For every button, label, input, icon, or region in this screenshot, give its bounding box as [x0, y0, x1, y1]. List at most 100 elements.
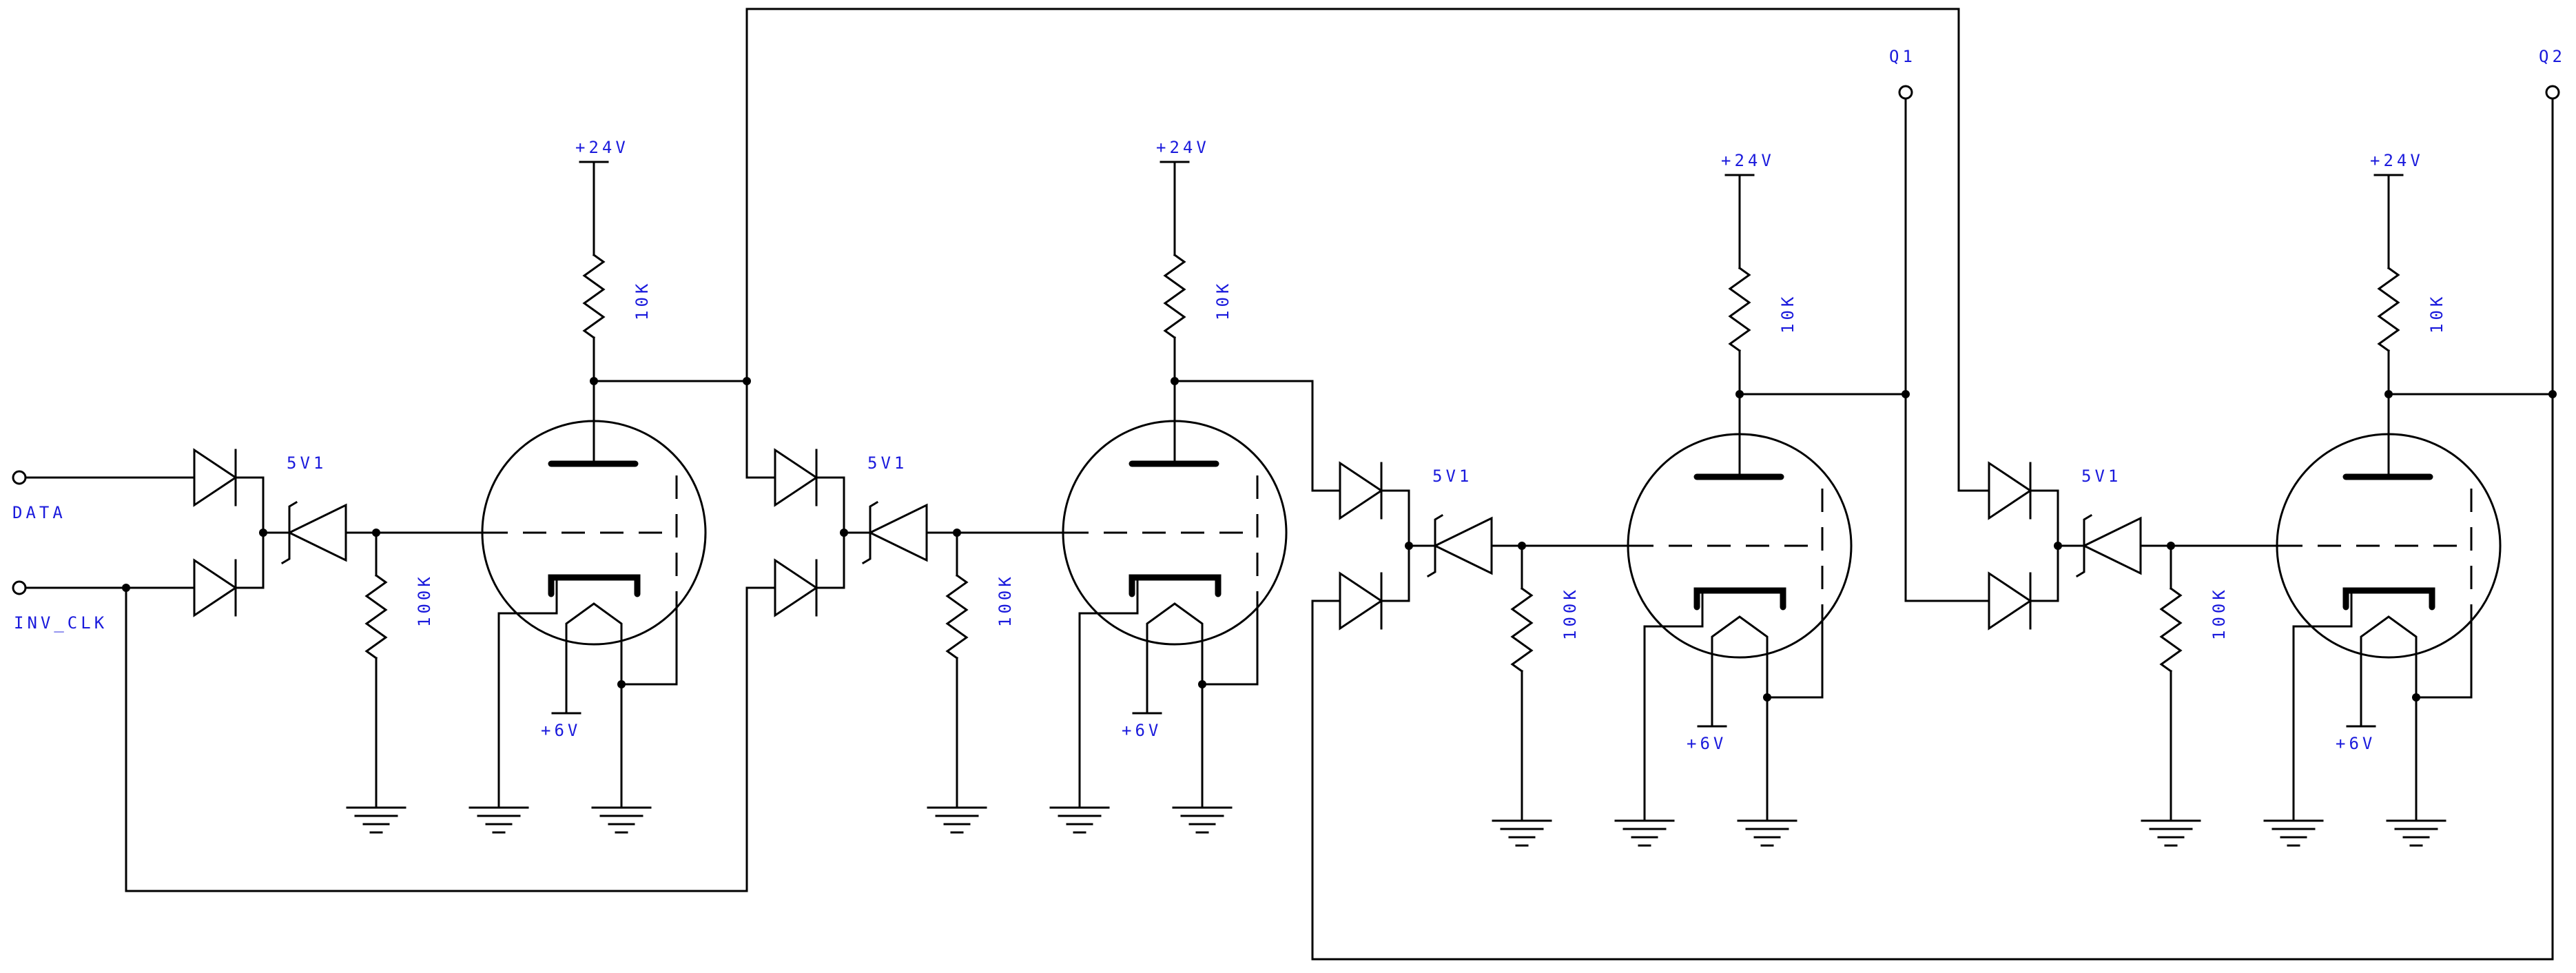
plate-resistor [582, 253, 606, 340]
suppressor-lead [620, 597, 678, 686]
zener-cathode-bar [280, 500, 298, 565]
plate-junction [2384, 390, 2393, 398]
grid-resistor [1510, 586, 1534, 673]
inv-clk-input-terminal [12, 580, 27, 595]
input-diode-bottom [193, 558, 238, 617]
tube-cathode [1693, 587, 1786, 611]
input-diode-top [193, 448, 238, 507]
q2-feedback-bus [1311, 393, 2554, 961]
zener-cathode-bar [861, 500, 879, 565]
input-diode-bottom [1988, 571, 2032, 631]
zener-triangle [2081, 516, 2142, 575]
input-diode-top [774, 448, 818, 507]
logic-stage-3: 5V1 100K +6V +24V 10K [1339, 151, 1853, 847]
q2-output-terminal [2545, 85, 2560, 100]
heater-filament [2360, 615, 2418, 650]
grid-resistor-label: 100K [2209, 586, 2229, 640]
cathode-to-ground [497, 612, 558, 809]
plate-resistor [2377, 266, 2400, 353]
heater-filament [1146, 602, 1204, 637]
plate-junction [590, 377, 598, 385]
heater-filament [1711, 615, 1769, 650]
zener-label: 5V1 [867, 453, 907, 473]
cathode-to-ground [1643, 625, 1704, 822]
cathode-ground [1614, 819, 1675, 847]
grid-resistor-label: 100K [1560, 586, 1580, 640]
heater-supply-label: +6V [541, 721, 581, 740]
plate-resistor-label: 10K [1213, 280, 1233, 320]
plate-resistor [1728, 266, 1751, 353]
input-diode-top [1339, 461, 1383, 520]
stages: 5V1 100K +6V +24V 10K 5V1 100K +6V +24V 10K 5V1 100… [193, 138, 2502, 847]
zener-cathode-bar [2075, 513, 2093, 578]
zener-5v1 [1426, 513, 1493, 578]
plate-supply-label: +24V [2370, 151, 2424, 170]
input-diode-bottom [1339, 571, 1383, 631]
logic-stage-1: 5V1 100K +6V +24V 10K [193, 138, 707, 834]
input-diode-top [1988, 461, 2032, 520]
diode-triangle [1988, 571, 2032, 631]
grid-resistor-label: 100K [415, 573, 434, 627]
suppressor-lead [1201, 597, 1259, 686]
tube-cathode [1129, 574, 1222, 597]
data-input-label: DATA [12, 503, 66, 522]
diode-triangle [1339, 571, 1383, 631]
stage2-to-stage3 [1173, 380, 1341, 492]
diode-triangle [1988, 461, 2032, 520]
grid-resistor-label: 100K [996, 573, 1015, 627]
suppressor-lead [1766, 610, 1824, 699]
zener-triangle [1432, 516, 1493, 575]
tube-cathode [548, 574, 641, 597]
grid-resistor [945, 573, 969, 660]
terminal-labels: DATA INV_CLK Q1 Q2 [12, 47, 2562, 633]
plate-resistor-label: 10K [632, 280, 652, 320]
zener-triangle [287, 503, 347, 562]
tube-cathode [2342, 587, 2435, 611]
grid-ground [2141, 819, 2201, 847]
heater-supply-label: +6V [2336, 734, 2376, 753]
cathode-to-ground [2292, 625, 2353, 822]
plate-supply-label: +24V [1721, 151, 1775, 170]
inv-clk-to-stage2 [125, 586, 776, 892]
heater-ground [2386, 819, 2446, 847]
stage1-to-stage4-bus [745, 8, 1990, 492]
zener-5v1 [2075, 513, 2142, 578]
plate-resistor-label: 10K [1778, 294, 1797, 334]
heater-supply-label: +6V [1687, 734, 1727, 753]
diode-triangle [193, 448, 238, 507]
cathode-to-ground [1078, 612, 1139, 809]
zener-label: 5V1 [2081, 467, 2121, 486]
suppressor-lead [2415, 610, 2473, 699]
plate-supply-label: +24V [1156, 138, 1210, 157]
stage1-to-stage2 [745, 380, 776, 479]
grid-ground [927, 806, 987, 834]
input-diode-bottom [774, 558, 818, 617]
grid-resistor [2159, 586, 2183, 673]
zener-5v1 [861, 500, 928, 565]
grid-ground [1492, 819, 1552, 847]
heater-filament [565, 602, 623, 637]
heater-ground [1737, 819, 1797, 847]
zener-label: 5V1 [287, 453, 327, 473]
plate-junction [1171, 377, 1179, 385]
diode-triangle [774, 448, 818, 507]
cathode-ground [468, 806, 529, 834]
grid-resistor [364, 573, 388, 660]
q1-output-label: Q1 [1889, 47, 1916, 66]
stage3-to-stage4 [1904, 393, 1990, 602]
data-input-terminal [12, 470, 27, 485]
zener-cathode-bar [1426, 513, 1444, 578]
cathode-ground [2263, 819, 2324, 847]
diode-triangle [193, 558, 238, 617]
heater-supply-label: +6V [1122, 721, 1162, 740]
heater-ground [1172, 806, 1233, 834]
plate-supply-label: +24V [575, 138, 629, 157]
plate-resistor [1163, 253, 1186, 340]
cathode-ground [1049, 806, 1110, 834]
zener-triangle [867, 503, 928, 562]
global-wiring [12, 8, 2560, 961]
zener-label: 5V1 [1432, 467, 1472, 486]
